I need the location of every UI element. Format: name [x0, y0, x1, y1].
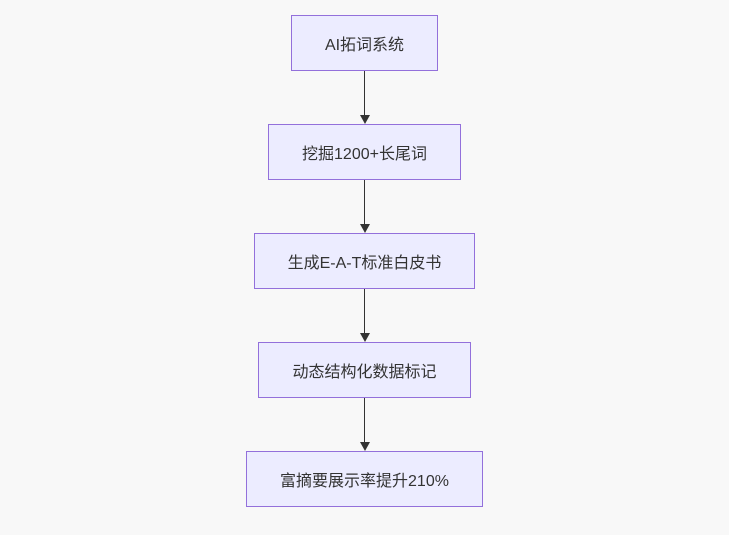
node-label: 生成E-A-T标准白皮书 — [287, 255, 442, 272]
flowchart-node-structured-data-markup: 动态结构化数据标记 — [258, 342, 471, 398]
flowchart-node-longtail-mining: 挖掘1200+长尾词 — [268, 124, 461, 180]
arrowhead-icon — [359, 115, 370, 124]
arrowhead-icon — [359, 224, 370, 233]
node-label: 富摘要展示率提升210% — [280, 473, 449, 490]
flowchart-node-ai-keyword-system: AI拓词系统 — [290, 15, 439, 71]
node-label: 动态结构化数据标记 — [292, 364, 437, 381]
node-label: 挖掘1200+长尾词 — [302, 146, 427, 163]
flow-arrow-down-icon — [359, 180, 370, 233]
flow-arrow-down-icon — [359, 71, 370, 124]
flow-arrow-down-icon — [359, 289, 370, 342]
arrowhead-icon — [359, 333, 370, 342]
flow-arrow-down-icon — [359, 398, 370, 451]
node-label: AI拓词系统 — [324, 37, 405, 54]
flowchart-node-eat-whitepaper: 生成E-A-T标准白皮书 — [253, 233, 476, 289]
flowchart-node-rich-snippet-result: 富摘要展示率提升210% — [246, 451, 483, 507]
arrowhead-icon — [359, 442, 370, 451]
